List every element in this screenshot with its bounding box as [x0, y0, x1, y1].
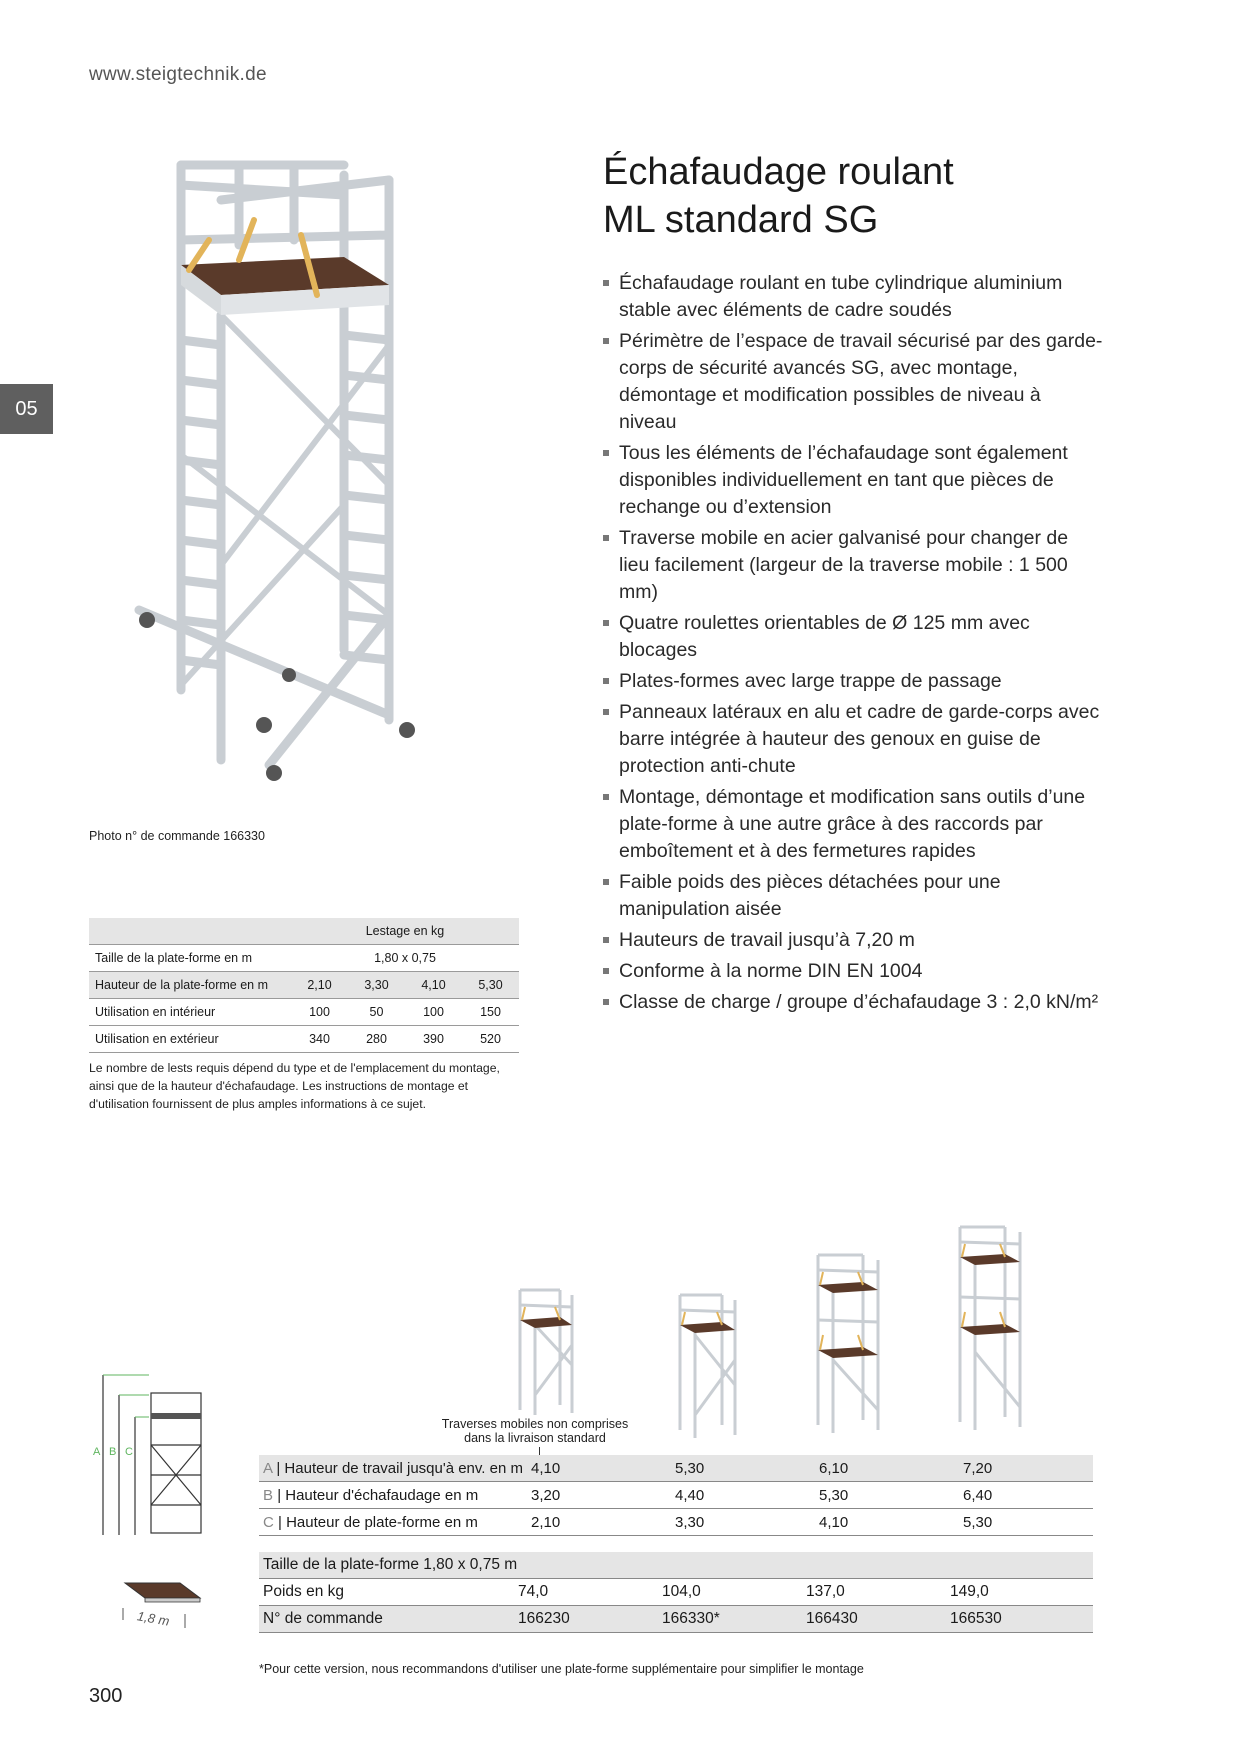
- feature-item: Périmètre de l’espace de travail sécuris…: [603, 328, 1103, 436]
- cell: 5,30: [670, 1455, 815, 1482]
- table-row: Hauteur de la plate-forme en m 2,10 3,30…: [89, 971, 519, 999]
- table-row: A | Hauteur de travail jusqu'à env. en m…: [259, 1455, 1093, 1482]
- cell: 3,30: [670, 1508, 815, 1536]
- cell: 150: [462, 998, 519, 1026]
- page-number: 300: [89, 1685, 123, 1707]
- cell: 280: [348, 1025, 405, 1053]
- cell: 5,30: [462, 971, 519, 999]
- cell: 4,10: [526, 1455, 671, 1482]
- feature-item: Classe de charge / groupe d’échafaudage …: [603, 989, 1103, 1016]
- row-label: Poids en kg: [259, 1578, 514, 1606]
- footnote: *Pour cette version, nous recommandons d…: [259, 1662, 864, 1676]
- table-row: Utilisation en intérieur 100 50 100 150: [89, 998, 519, 1026]
- dim-label-b: B: [109, 1446, 116, 1458]
- cell: 50: [348, 998, 405, 1026]
- cell: 166230: [514, 1605, 658, 1633]
- traverse-note-line-1: Traverses mobiles non comprises: [441, 1417, 629, 1431]
- platform-sketch: [122, 1582, 202, 1628]
- table-row: Taille de la plate-forme en m 1,80 x 0,7…: [89, 944, 519, 972]
- cell: 340: [291, 1025, 348, 1053]
- ballast-table: Lestage en kg Taille de la plate-forme e…: [89, 918, 519, 1053]
- cell: 5,30: [814, 1481, 959, 1509]
- table-row: Taille de la plate-forme 1,80 x 0,75 m: [259, 1552, 1093, 1579]
- ballast-note: Le nombre de lests requis dépend du type…: [89, 1061, 500, 1111]
- cell: 104,0: [658, 1578, 802, 1606]
- title-line-1: Échafaudage roulant: [603, 151, 954, 193]
- platform-size: Taille de la plate-forme 1,80 x 0,75 m: [259, 1552, 1093, 1579]
- feature-item: Plates-formes avec large trappe de passa…: [603, 668, 1103, 695]
- cell: 4,10: [405, 971, 462, 999]
- table-row: Utilisation en extérieur 340 280 390 520: [89, 1025, 519, 1053]
- table-row: B | Hauteur d'échafaudage en m 3,20 4,40…: [259, 1481, 1093, 1509]
- traverse-note: Traverses mobiles non comprises dans la …: [420, 1417, 650, 1445]
- table-row: N° de commande 166230 166330* 166430 166…: [259, 1605, 1093, 1633]
- scaffold-photo: [134, 160, 415, 781]
- dimensions-table: A | Hauteur de travail jusqu'à env. en m…: [259, 1455, 1093, 1536]
- product-title: Échafaudage roulant ML standard SG: [603, 148, 954, 244]
- cell: 166330*: [658, 1605, 802, 1633]
- platform-table: Taille de la plate-forme 1,80 x 0,75 m P…: [259, 1552, 1093, 1633]
- feature-item: Traverse mobile en acier galvanisé pour …: [603, 525, 1103, 606]
- title-line-2: ML standard SG: [603, 199, 879, 241]
- variant-image-4: [958, 1225, 1022, 1430]
- cell: 520: [462, 1025, 519, 1053]
- row-label: | Hauteur de plate-forme en m: [278, 1513, 478, 1531]
- cell: 166430: [802, 1605, 946, 1633]
- table-row: C | Hauteur de plate-forme en m 2,10 3,3…: [259, 1508, 1093, 1536]
- cell: 3,20: [526, 1481, 671, 1509]
- cell: 3,30: [348, 971, 405, 999]
- cell: 4,40: [670, 1481, 815, 1509]
- cell: 7,20: [958, 1455, 1093, 1482]
- row-letter: A: [263, 1459, 273, 1477]
- cell: 137,0: [802, 1578, 946, 1606]
- cell: 6,40: [958, 1481, 1093, 1509]
- feature-item: Tous les éléments de l’échafaudage sont …: [603, 440, 1103, 521]
- row-label: | Hauteur d'échafaudage en m: [277, 1486, 479, 1504]
- traverse-note-line-2: dans la livraison standard: [464, 1431, 606, 1445]
- cell: 390: [405, 1025, 462, 1053]
- variant-image-3: [816, 1253, 880, 1433]
- row-letter: B: [263, 1486, 274, 1504]
- ballast-header: Lestage en kg: [291, 918, 519, 945]
- row-letter: C: [263, 1513, 274, 1531]
- feature-item: Faible poids des pièces détachées pour u…: [603, 869, 1103, 923]
- cell: 100: [405, 998, 462, 1026]
- cell: 4,10: [814, 1508, 959, 1536]
- feature-list: Échafaudage roulant en tube cylindrique …: [603, 270, 1103, 1020]
- feature-item: Panneaux latéraux en alu et cadre de gar…: [603, 699, 1103, 780]
- cell: 149,0: [946, 1578, 1093, 1606]
- feature-item: Conforme à la norme DIN EN 1004: [603, 958, 1103, 985]
- cell: 74,0: [514, 1578, 658, 1606]
- platform-deck: [181, 257, 389, 295]
- cell: 6,10: [814, 1455, 959, 1482]
- dim-label-c: C: [125, 1446, 133, 1458]
- site-url: www.steigtechnik.de: [89, 64, 267, 85]
- variant-image-2: [678, 1293, 737, 1438]
- dim-label-a: A: [93, 1446, 101, 1458]
- row-label: Utilisation en extérieur: [89, 1025, 291, 1053]
- row-label: N° de commande: [259, 1605, 514, 1633]
- feature-item: Montage, démontage et modification sans …: [603, 784, 1103, 865]
- traverse-note-pointer: [539, 1447, 540, 1457]
- cell: 2,10: [526, 1508, 671, 1536]
- cell: 166530: [946, 1605, 1093, 1633]
- cell: 1,80 x 0,75: [291, 944, 519, 972]
- photo-caption: Photo n° de commande 166330: [89, 829, 265, 843]
- cell: 2,10: [291, 971, 348, 999]
- table-row: Lestage en kg: [89, 918, 519, 945]
- variant-image-1: [518, 1288, 574, 1415]
- chapter-tab: 05: [0, 384, 53, 434]
- dimension-diagram: A B C: [93, 1374, 202, 1535]
- row-label: Hauteur de la plate-forme en m: [89, 971, 291, 999]
- table-row: Poids en kg 74,0 104,0 137,0 149,0: [259, 1578, 1093, 1606]
- cell: 100: [291, 998, 348, 1026]
- row-label: Utilisation en intérieur: [89, 998, 291, 1026]
- feature-item: Hauteurs de travail jusqu’à 7,20 m: [603, 927, 1103, 954]
- feature-item: Échafaudage roulant en tube cylindrique …: [603, 270, 1103, 324]
- cell: 5,30: [958, 1508, 1093, 1536]
- scaffold-frame: [134, 160, 394, 770]
- row-label: | Hauteur de travail jusqu'à env. en m: [276, 1459, 523, 1477]
- feature-item: Quatre roulettes orientables de Ø 125 mm…: [603, 610, 1103, 664]
- row-label: Taille de la plate-forme en m: [89, 944, 291, 972]
